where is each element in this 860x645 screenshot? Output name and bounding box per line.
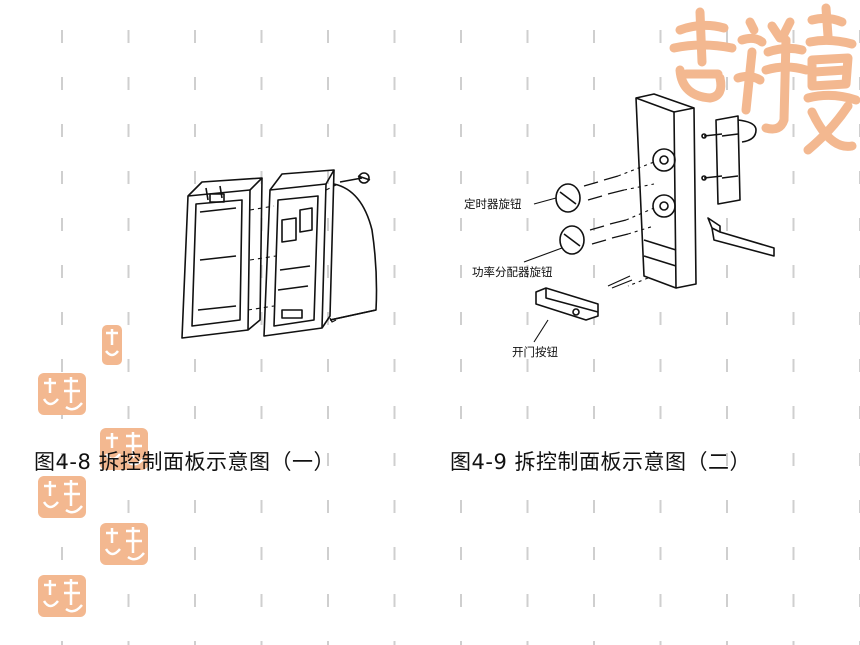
figure-4-9-illustration: 定时器旋钮 功率分配器旋钮 开门按钮 <box>464 93 775 359</box>
callout-power-knob: 功率分配器旋钮 <box>472 265 553 279</box>
figure-4-8-illustration <box>181 169 378 339</box>
seal-stamp <box>100 523 148 565</box>
callout-door-button: 开门按钮 <box>512 345 558 359</box>
callout-timer-knob: 定时器旋钮 <box>464 197 522 211</box>
seal-stamp <box>102 325 122 365</box>
figure-4-9-caption: 图4-9 拆控制面板示意图（二） <box>450 450 751 474</box>
seal-stamp <box>100 428 148 470</box>
calligraphy-logo <box>669 3 860 155</box>
seal-stamp <box>38 373 86 415</box>
seal-stamp <box>38 575 86 617</box>
seal-stamp <box>38 476 86 518</box>
figure-4-8-caption: 图4-8 拆控制面板示意图（一） <box>34 450 335 474</box>
